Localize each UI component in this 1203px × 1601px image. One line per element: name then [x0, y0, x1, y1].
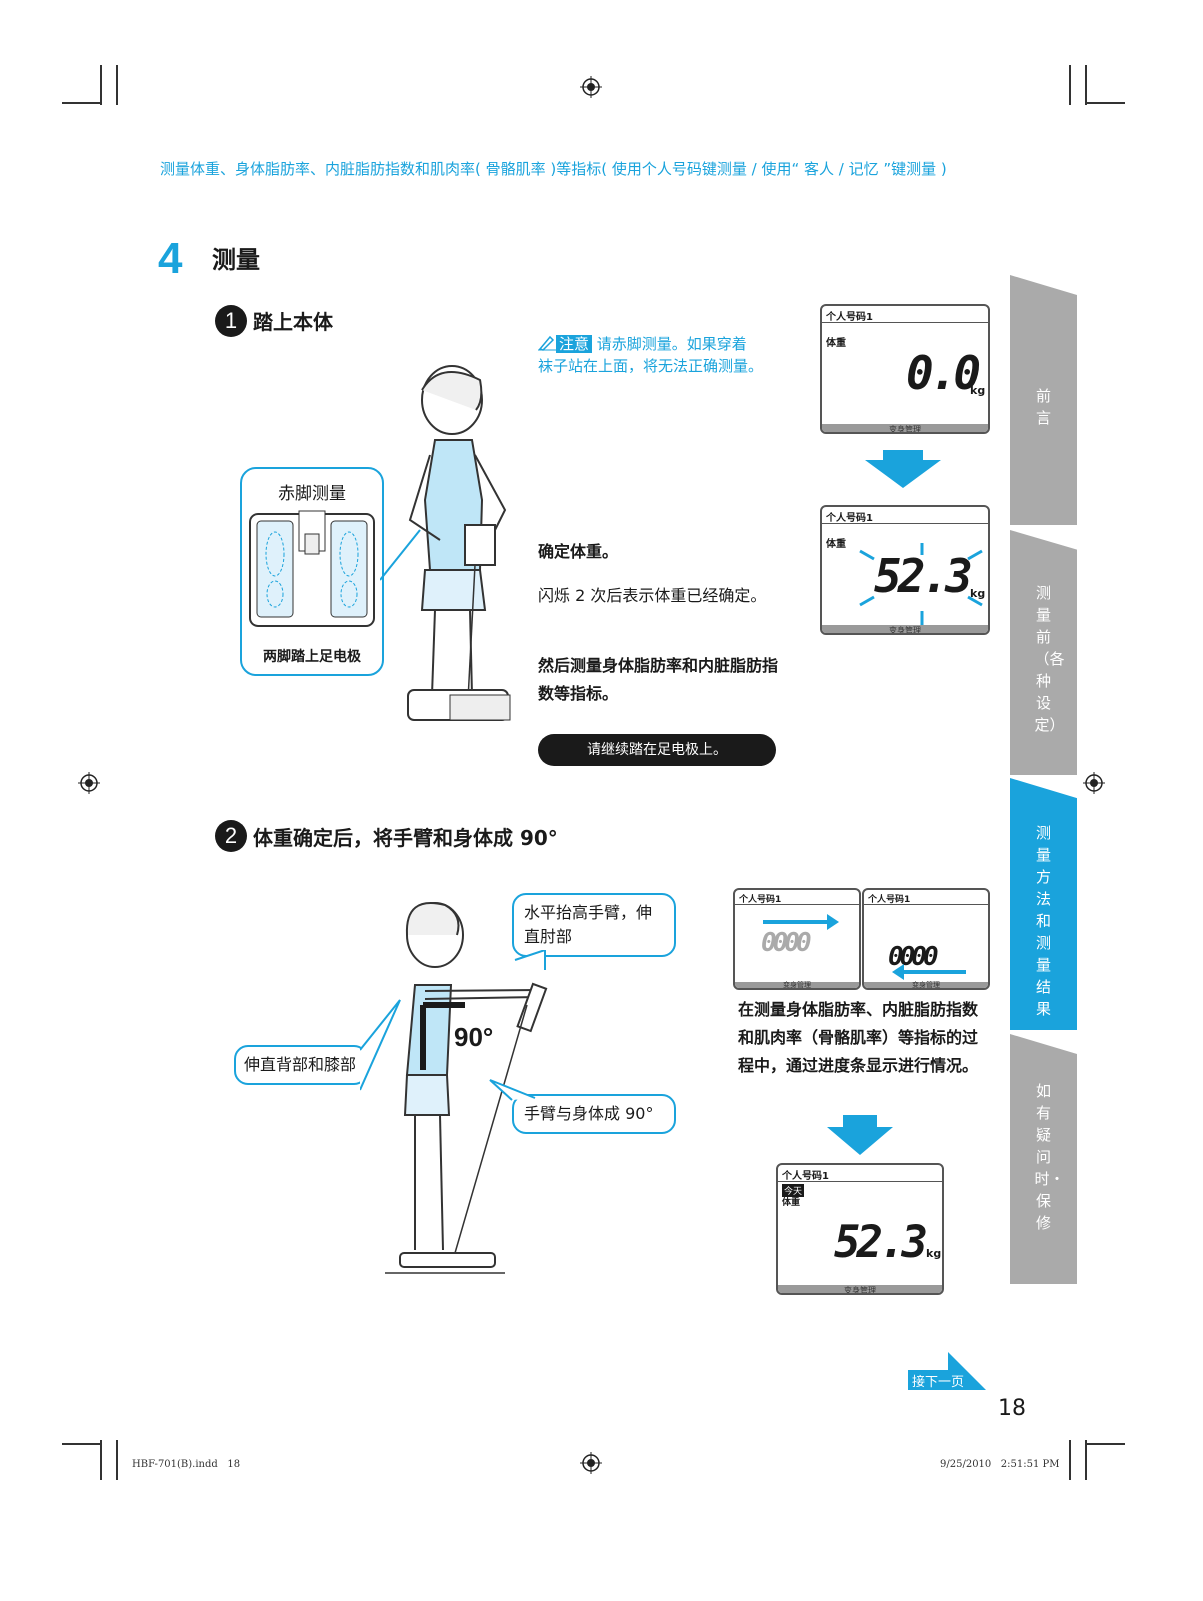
footer-timestamp: 9/25/2010 2:51:51 PM [940, 1459, 1060, 1470]
lcd-weight-value: 52.3 [874, 549, 973, 603]
down-arrow-icon [827, 1115, 893, 1155]
lcd-initial: 个人号码1 体重 0.0 kg 变身管理 [820, 304, 990, 434]
tab-faq-warranty[interactable]: 如有疑问时・保修 [1010, 1034, 1077, 1284]
barefoot-label: 赤脚测量 [278, 484, 346, 504]
confirm-text: 闪烁 2 次后表示体重已经确定。 [538, 586, 767, 605]
lcd-user-label: 个人号码1 [739, 895, 782, 905]
tab-before-measurement-label: 测量前（各种设定） [1034, 584, 1065, 734]
registration-mark-icon [78, 772, 100, 794]
lcd-progress-value: 0000 [761, 928, 812, 958]
down-arrow-icon [865, 450, 941, 488]
confirm-title: 确定体重。 [538, 542, 619, 561]
flash-indicator-icon [859, 543, 983, 625]
progress-arrow-left-icon [892, 964, 966, 980]
registration-mark-icon [580, 1452, 602, 1474]
page-number: 18 [998, 1396, 1026, 1421]
callout-arm-angle: 手臂与身体成 90° [512, 1094, 676, 1134]
lcd-weight-label: 体重 [826, 539, 846, 550]
step-1-title: 踏上本体 [253, 310, 333, 334]
lcd-weight-value: 0.0 [906, 346, 981, 400]
tab-faq-warranty-label: 如有疑问时・保修 [1034, 1082, 1065, 1232]
tab-before-measurement[interactable]: 测量前（各种设定） [1010, 530, 1077, 775]
step-1-number: 1 [215, 305, 247, 337]
progress-text: 在测量身体脂肪率、内脏脂肪指数和肌肉率（骨骼肌率）等指标的过程中，通过进度条显示… [738, 1000, 979, 1075]
tab-measurement-method[interactable]: 测量方法和测量结果 [1010, 778, 1077, 1030]
lcd-user-label: 个人号码1 [826, 312, 873, 323]
woman-arms-raised-illustration [385, 902, 548, 1274]
lcd-bottom-label: 变身管理 [912, 981, 940, 989]
caution-badge: 注意 [556, 335, 593, 353]
lcd-bottom-label: 变身管理 [844, 1286, 876, 1295]
lcd-unit: kg [926, 1247, 942, 1260]
progress-arrow-right-icon [763, 914, 839, 930]
electrode-label: 两脚踏上足电极 [263, 649, 361, 665]
tab-measurement-method-label: 测量方法和测量结果 [1035, 824, 1051, 1018]
lcd-weight-label: 体重 [782, 1198, 801, 1208]
caution-text-1: 请赤脚测量。如果穿着 [596, 335, 747, 353]
next-page-arrow-icon [908, 1352, 986, 1390]
lcd-unit: kg [970, 384, 986, 397]
section-title: 测量 [212, 246, 260, 274]
lcd-bottom-label: 变身管理 [889, 626, 921, 635]
scale-top-view [249, 510, 375, 627]
step-2-number: 2 [215, 820, 247, 852]
caution-text-2: 袜子站在上面，将无法正确测量。 [538, 357, 764, 375]
next-page-label[interactable]: 接下一页 [912, 1375, 965, 1390]
pencil-icon [538, 335, 556, 351]
lcd-final: 个人号码1 今天 体重 52.3 kg 变身管理 [776, 1163, 944, 1295]
lcd-weight-label: 体重 [826, 338, 846, 349]
angle-label: 90° [454, 1022, 494, 1052]
lcd-user-label: 个人号码1 [868, 895, 911, 905]
caution-note: 注意 请赤脚测量。如果穿着 袜子站在上面，将无法正确测量。 [538, 333, 778, 377]
callout-raise-arms: 水平抬高手臂，伸直肘部 [512, 893, 676, 957]
registration-mark-icon [1083, 772, 1105, 794]
lcd-bottom-label: 变身管理 [783, 981, 811, 989]
step-2-title: 体重确定后，将手臂和身体成 90° [253, 826, 558, 850]
lcd-unit: kg [970, 587, 986, 600]
callout-straight-back: 伸直背部和膝部 [234, 1045, 368, 1085]
footer-file: HBF-701(B).indd 18 [132, 1459, 241, 1470]
callout-pointers [360, 950, 546, 1101]
page-header: 测量体重、身体脂肪率、内脏脂肪指数和肌肉率( 骨骼肌率 )等指标( 使用个人号码… [160, 160, 947, 178]
lcd-confirmed: 个人号码1 体重 52.3 kg 变身管理 [820, 505, 990, 635]
barefoot-inset: 赤脚测量 两脚踏上足电极 [240, 467, 384, 676]
then-text: 然后测量身体脂肪率和内脏脂肪指数等指标。 [538, 656, 779, 703]
woman-standing-illustration [380, 365, 511, 721]
section-number: 4 [158, 234, 183, 283]
lcd-progress-2: 个人号码1 0000 变身管理 [862, 888, 990, 990]
lcd-progress-value: 0000 [888, 942, 939, 972]
registration-mark-icon [580, 76, 602, 98]
lcd-user-label: 个人号码1 [782, 1171, 829, 1182]
tab-preface-label: 前言 [1035, 387, 1051, 427]
tab-preface[interactable]: 前言 [1010, 275, 1077, 525]
lcd-weight-value: 52.3 [834, 1217, 928, 1268]
lcd-progress-1: 个人号码1 0000 变身管理 [733, 888, 861, 990]
lcd-user-label: 个人号码1 [826, 513, 873, 524]
lcd-bottom-label: 变身管理 [889, 425, 921, 434]
lcd-today-label: 今天 [782, 1184, 805, 1197]
keep-standing-pill: 请继续踏在足电极上。 [538, 734, 776, 766]
